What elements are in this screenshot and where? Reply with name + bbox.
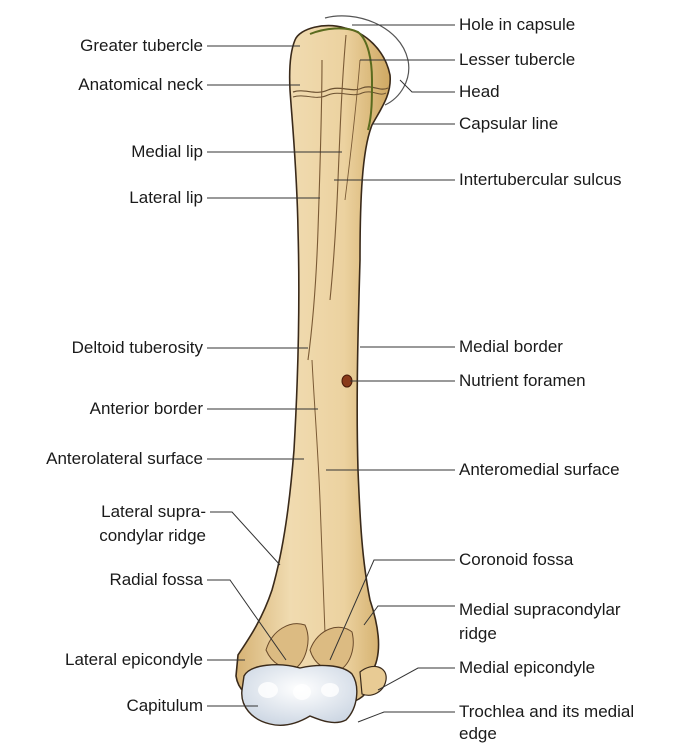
label-medial-supracondylar-ridge: Medial supracondylar [459,600,621,620]
label-lesser-tubercle: Lesser tubercle [459,50,575,70]
label-lateral-epicondyle: Lateral epicondyle [65,650,203,670]
humerus-bone [236,26,390,704]
label-head: Head [459,82,500,102]
label-lateral-supracondylar-ridge: Lateral supra- [101,502,206,522]
label-capsular-line: Capsular line [459,114,558,134]
label-lateral-supracondylar-ridge-cont: condylar ridge [99,526,206,546]
label-nutrient-foramen: Nutrient foramen [459,371,586,391]
label-hole-in-capsule: Hole in capsule [459,15,575,35]
label-greater-tubercle: Greater tubercle [80,36,203,56]
label-trochlea-cont: edge [459,724,497,744]
label-deltoid-tuberosity: Deltoid tuberosity [72,338,203,358]
label-medial-supracondylar-ridge-cont: ridge [459,624,497,644]
label-lateral-lip: Lateral lip [129,188,203,208]
label-anteromedial-surface: Anteromedial surface [459,460,620,480]
label-capitulum: Capitulum [126,696,203,716]
label-coronoid-fossa: Coronoid fossa [459,550,573,570]
label-medial-lip: Medial lip [131,142,203,162]
label-trochlea: Trochlea and its medial [459,702,634,722]
medial-epicondyle-shape [360,666,386,695]
label-anterior-border: Anterior border [90,399,203,419]
label-medial-border: Medial border [459,337,563,357]
label-radial-fossa: Radial fossa [109,570,203,590]
label-anatomical-neck: Anatomical neck [78,75,203,95]
label-intertubercular-sulcus: Intertubercular sulcus [459,170,622,190]
label-medial-epicondyle: Medial epicondyle [459,658,595,678]
label-anterolateral-surface: Anterolateral surface [46,449,203,469]
